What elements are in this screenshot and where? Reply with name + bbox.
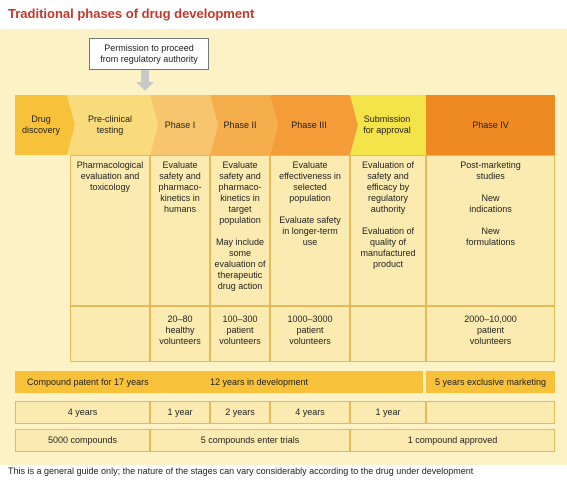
stage-submission: Submission for approval <box>363 114 411 135</box>
stage-phase2: Phase II <box>223 119 257 130</box>
marketing-bar: 5 years exclusive marketing <box>426 371 555 393</box>
desc-phase3: Evaluate effectiveness in selected popul… <box>270 155 350 306</box>
vol-blank-preclinical <box>70 306 150 362</box>
stage-preclinical: Pre-clinical testing <box>87 114 132 135</box>
vol-phase1: 20–80 healthy volunteers <box>150 306 210 362</box>
vol-blank-submission <box>350 306 426 362</box>
patent-label: Compound patent for 17 years <box>27 377 149 387</box>
duration-phase4-blank <box>426 401 555 424</box>
stage-phase4: Phase IV <box>472 119 509 130</box>
duration-phase3: 4 years <box>270 401 350 424</box>
vol-phase3: 1000–3000 patient volunteers <box>270 306 350 362</box>
duration-phase2: 2 years <box>210 401 270 424</box>
stage-phase3: Phase III <box>291 119 327 130</box>
compounds-approved: 1 compound approved <box>350 429 555 452</box>
patent-bar: Compound patent for 17 years 12 years in… <box>15 371 423 393</box>
vol-phase2: 100–300 patient volunteers <box>210 306 270 362</box>
footnote: This is a general guide only; the nature… <box>8 466 474 476</box>
diagram-title: Traditional phases of drug development <box>8 6 255 21</box>
duration-discovery-preclinical: 4 years <box>15 401 150 424</box>
desc-submission: Evaluation of safety and efficacy by reg… <box>350 155 426 306</box>
compounds-discovery: 5000 compounds <box>15 429 150 452</box>
desc-preclinical: Pharmacological evaluation and toxicolog… <box>70 155 150 306</box>
stage-drug-discovery: Drug discovery <box>21 114 60 135</box>
marketing-label: 5 years exclusive marketing <box>434 377 547 387</box>
vol-phase4: 2000–10,000 patient volunteers <box>426 306 555 362</box>
development-label: 12 years in development <box>210 377 309 387</box>
duration-submission: 1 year <box>350 401 426 424</box>
desc-phase2: Evaluate safety and pharmaco- kinetics i… <box>210 155 270 306</box>
stage-phase1: Phase I <box>164 119 196 130</box>
permission-box: Permission to proceed from regulatory au… <box>89 38 209 70</box>
compounds-trials: 5 compounds enter trials <box>150 429 350 452</box>
desc-phase4: Post-marketing studies New indications N… <box>426 155 555 306</box>
duration-phase1: 1 year <box>150 401 210 424</box>
desc-phase1: Evaluate safety and pharmaco- kinetics i… <box>150 155 210 306</box>
